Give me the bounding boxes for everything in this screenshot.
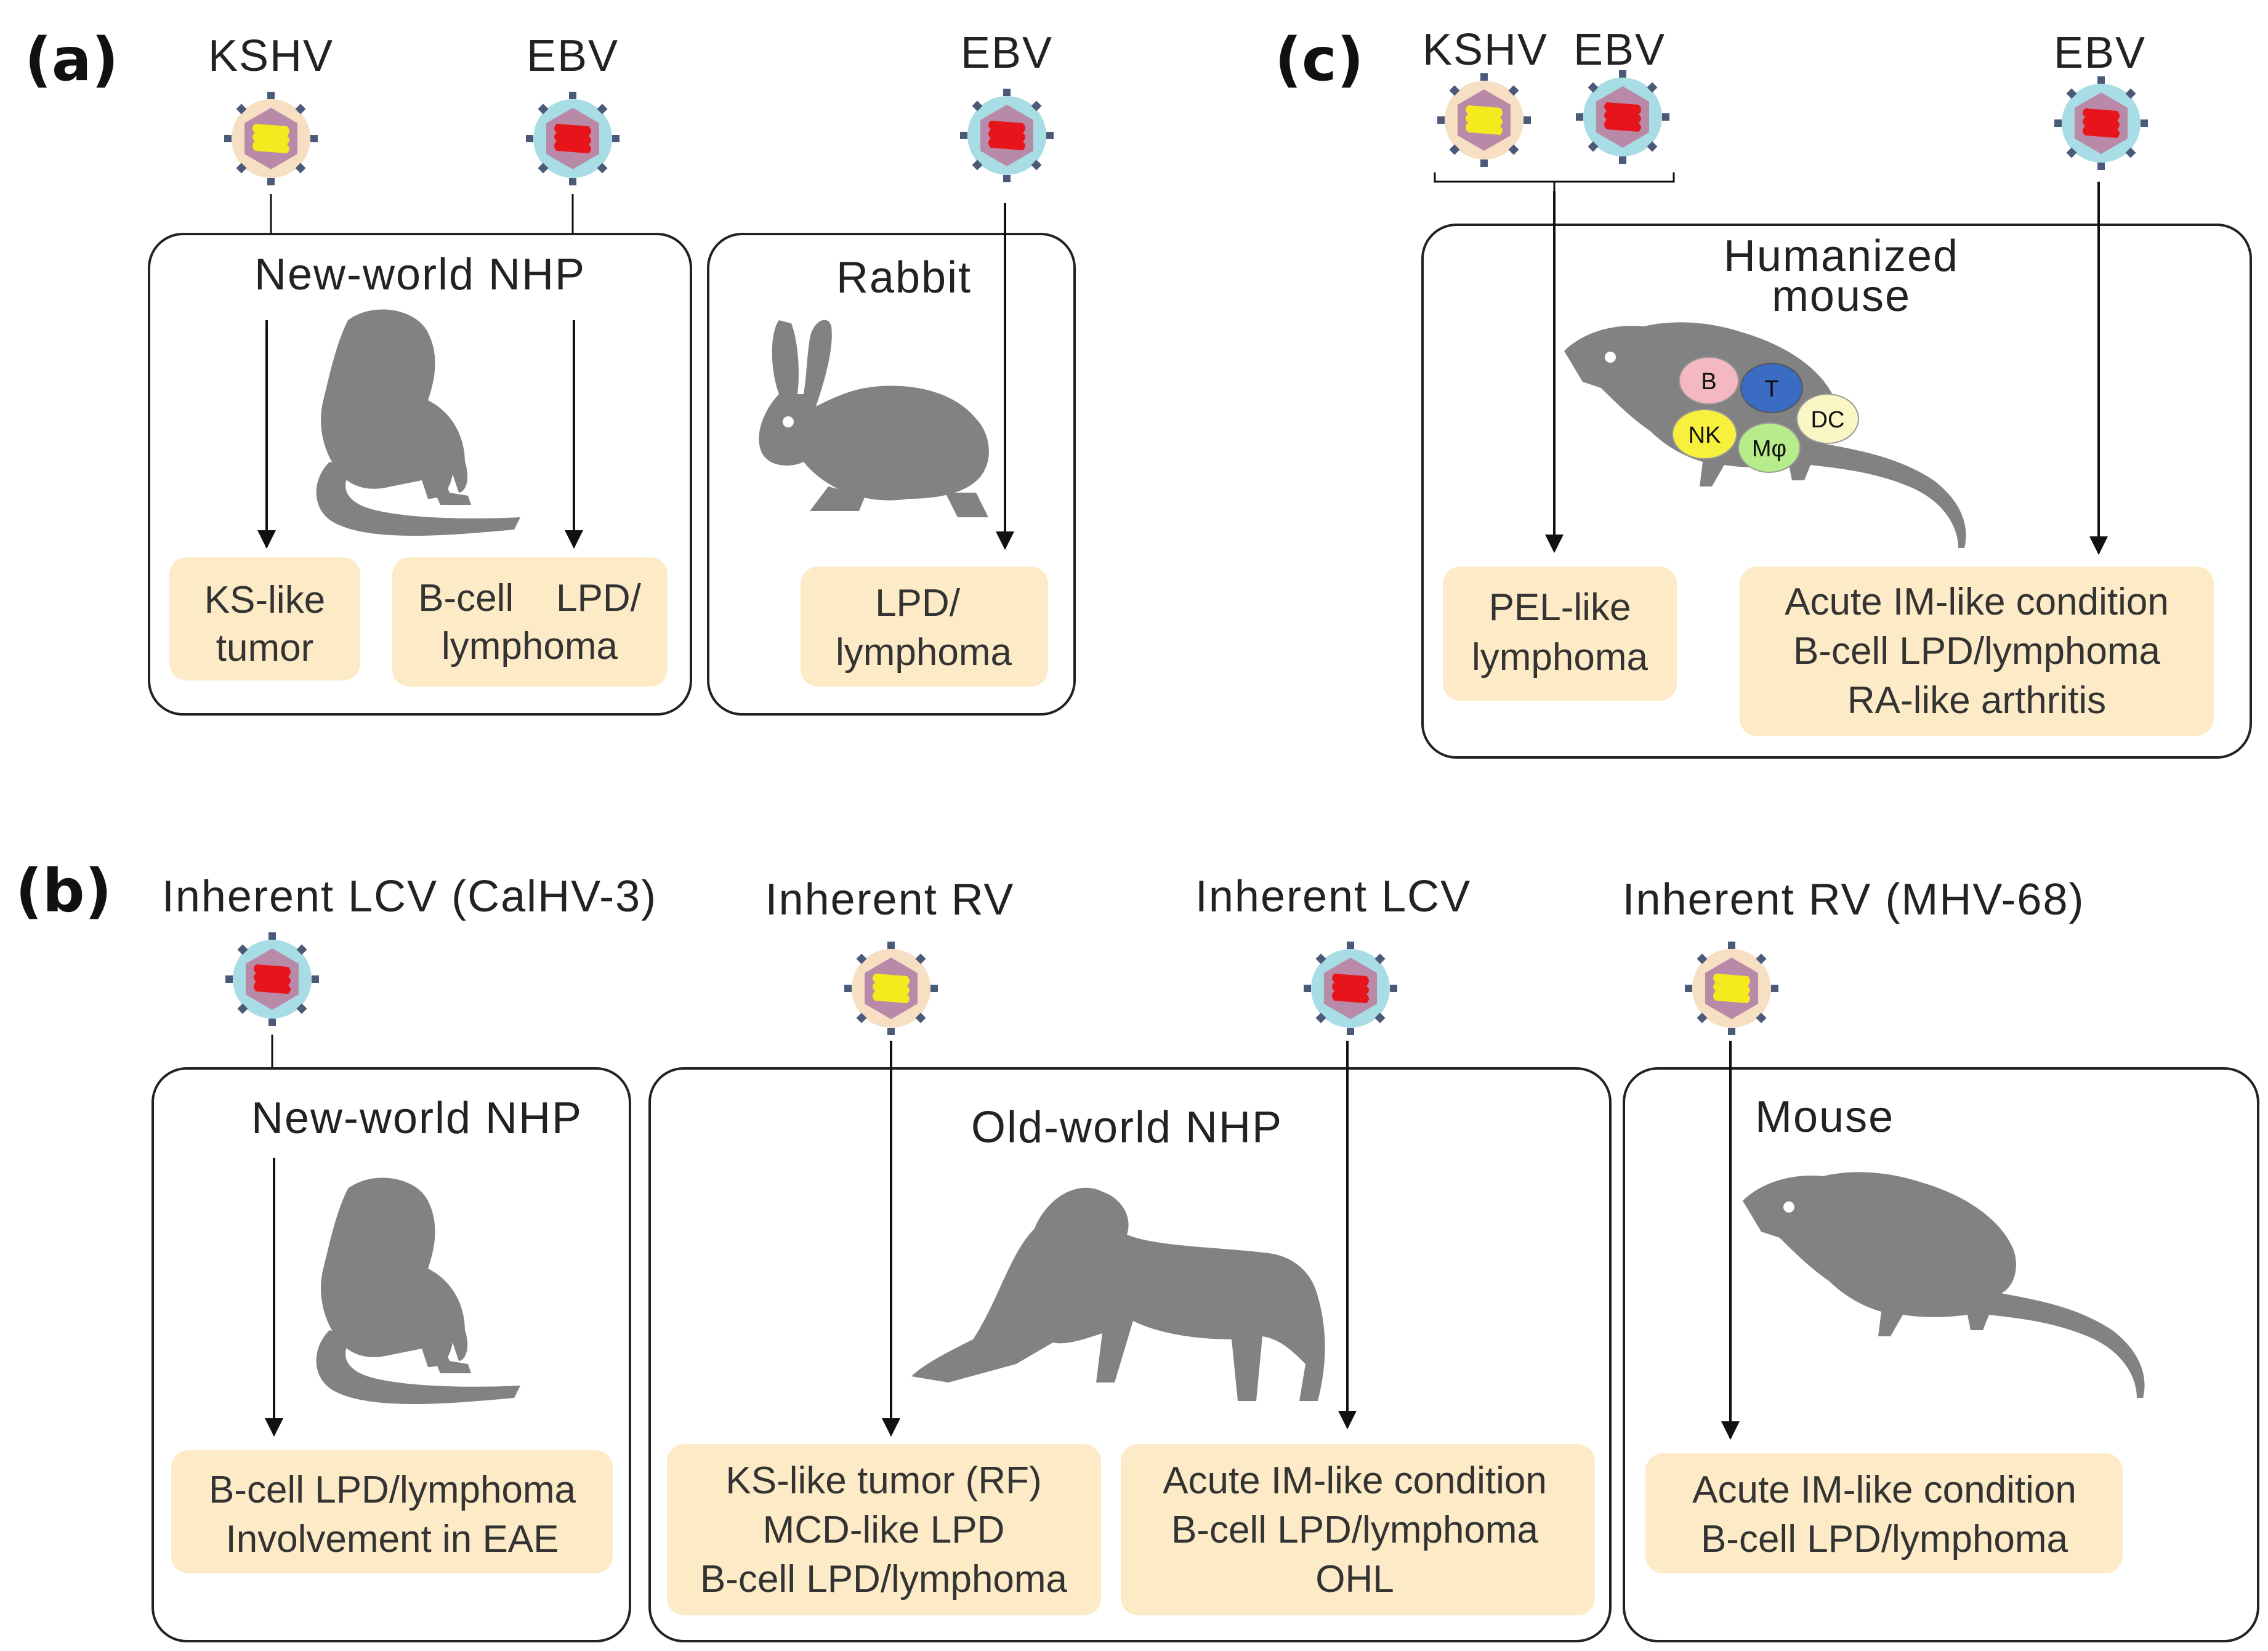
outcome-box [1740, 567, 2214, 736]
outcome-text: LPD/ [875, 582, 961, 624]
ebv-virion-icon [2054, 76, 2148, 170]
outcome-text: B-cell LPD/lymphoma [1171, 1509, 1539, 1551]
outcome-text: PEL-like [1489, 586, 1631, 629]
panel-c-letter: (c) [1275, 25, 1364, 94]
panel-c-virus-ebv2-label: EBV [2054, 28, 2146, 78]
outcome-text: RA-like arthritis [1847, 679, 2106, 722]
outcome-text: Acute IM-like condition [1163, 1459, 1547, 1502]
outcome-text: OHL [1315, 1558, 1394, 1601]
outcome-text: lymphoma [1472, 636, 1649, 679]
immune-cells: B T NK Mφ DC [1672, 357, 1859, 473]
cell-label: Mφ [1752, 436, 1786, 462]
outcome-box [1121, 1444, 1595, 1615]
cell-nk [1672, 409, 1737, 459]
outcome-text: MCD-like LPD [763, 1509, 1005, 1551]
kshv-virion-icon [1437, 73, 1531, 167]
mouse-title: Mouse [1755, 1092, 1894, 1142]
panel-b: (b) Inherent LCV (CalHV-3) Inherent RV I… [15, 857, 2259, 1642]
outcome-text: Acute IM-like condition [1785, 581, 2169, 623]
ebv-virion-icon [526, 92, 619, 185]
panel-a-virus-ebv-label: EBV [527, 31, 619, 81]
new-world-nhp-title: New-world NHP [251, 1094, 583, 1143]
ebv-virion-icon [1304, 942, 1397, 1035]
outcome-box [169, 557, 360, 680]
outcome-text: lymphoma [442, 625, 618, 668]
outcome-box [801, 567, 1048, 687]
outcome-text: B-cell LPD/lymphoma [209, 1469, 576, 1511]
outcome-text: lymphoma [836, 631, 1012, 674]
cell-label: DC [1811, 407, 1845, 433]
panel-b-virus-label: Inherent LCV [1195, 872, 1471, 921]
cell-label: NK [1689, 422, 1721, 448]
panel-a-virus-ebv2-label: EBV [961, 28, 1053, 78]
outcome-text: KS-like [204, 579, 325, 621]
outcome-text: B-cell LPD/lymphoma [1793, 630, 2161, 672]
outcome-text: Involvement in EAE [225, 1518, 559, 1560]
panel-c-virus-kshv-label: KSHV [1423, 25, 1548, 75]
cell-dc [1796, 394, 1859, 444]
panel-b-virus-label: Inherent RV [765, 875, 1015, 924]
panel-c-virus-ebv-label: EBV [1573, 25, 1666, 75]
panel-a: (a) KSHV EBV EBV New-world NHP KS-like t… [25, 25, 1076, 716]
outcome-text: Acute IM-like condition [1692, 1469, 2076, 1511]
kshv-virion-icon [1685, 942, 1778, 1035]
panel-a-letter: (a) [25, 25, 119, 94]
panel-b-virus-label: Inherent LCV (CalHV-3) [162, 872, 657, 921]
outcome-box [1443, 567, 1677, 701]
panel-c: (c) KSHV EBV EBV Humanized mouse B T NK … [1275, 25, 2252, 759]
outcome-text: B-cell LPD/lymphoma [1701, 1518, 2068, 1560]
new-world-nhp-title: New-world NHP [254, 250, 586, 299]
kshv-virion-icon [844, 942, 938, 1035]
cell-mphi [1738, 422, 1801, 473]
outcome-text: B-cell LPD/ [418, 577, 642, 620]
outcome-text: B-cell LPD/lymphoma [700, 1558, 1068, 1601]
virus-bracket [1434, 172, 1675, 183]
ebv-virion-icon [225, 932, 319, 1026]
panel-b-letter: (b) [15, 857, 111, 926]
cell-t [1740, 363, 1803, 413]
cell-b [1679, 357, 1739, 405]
outcome-box [667, 1444, 1101, 1615]
kshv-virion-icon [224, 92, 318, 185]
old-world-nhp-title: Old-world NHP [971, 1103, 1283, 1152]
ebv-virion-icon [960, 89, 1054, 182]
panel-a-virus-kshv-label: KSHV [208, 31, 334, 81]
outcome-text: tumor [216, 627, 313, 669]
ebv-virion-icon [1576, 70, 1669, 164]
outcome-box [392, 557, 668, 687]
rabbit-title: Rabbit [836, 253, 972, 302]
panel-b-virus-label: Inherent RV (MHV-68) [1623, 875, 2085, 924]
humanized-mouse-title: mouse [1772, 272, 1911, 321]
outcome-box [1645, 1453, 2123, 1573]
outcome-box [171, 1450, 613, 1573]
humanized-mouse-title: Humanized [1724, 232, 1959, 281]
cell-label: B [1701, 369, 1716, 395]
cell-label: T [1764, 376, 1778, 402]
outcome-text: KS-like tumor (RF) [725, 1459, 1041, 1502]
